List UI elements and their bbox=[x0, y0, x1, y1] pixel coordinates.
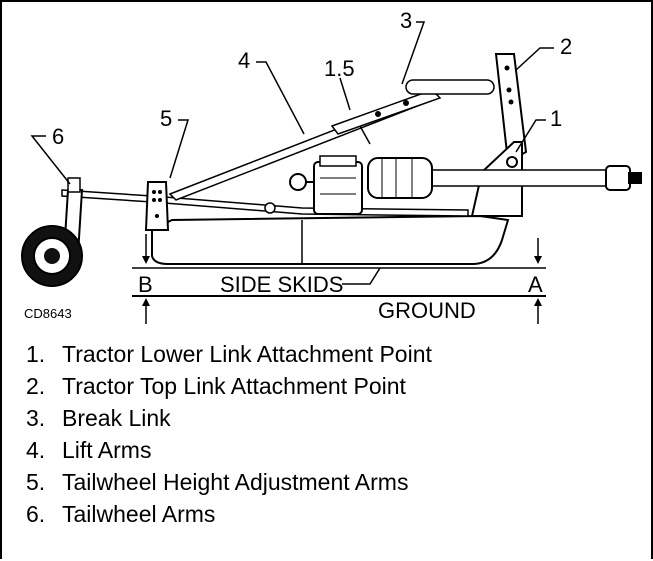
leader-5 bbox=[169, 119, 190, 179]
mast-hole bbox=[504, 65, 510, 71]
driveline-shaft bbox=[421, 169, 609, 187]
pto-end bbox=[628, 172, 642, 184]
callout-5: 5 bbox=[160, 106, 172, 131]
callout-1: 1 bbox=[550, 106, 562, 131]
driveline-shield bbox=[367, 157, 433, 199]
arrow-a-top-head bbox=[534, 256, 542, 264]
legend-text: Tailwheel Arms bbox=[62, 501, 216, 527]
mower-diagram: 1 2 3 4 5 6 1.5 B A SIDE SKIDS GROUND CD… bbox=[21, 8, 642, 324]
callout-6: 6 bbox=[52, 124, 64, 149]
legend-number: 3. bbox=[26, 405, 46, 431]
legend-number: 1. bbox=[26, 341, 46, 367]
legend-item: 3. Break Link bbox=[26, 402, 432, 434]
arrow-a-bottom-head bbox=[534, 298, 542, 306]
callout-3: 3 bbox=[400, 8, 412, 33]
mast-hole bbox=[508, 99, 514, 105]
break-link-pin bbox=[375, 111, 381, 117]
frame-rail bbox=[61, 189, 469, 217]
tailwheel-adjust-arm bbox=[144, 181, 170, 231]
adjust-hole bbox=[152, 198, 156, 202]
legend-text: Tractor Top Link Attachment Point bbox=[62, 373, 406, 399]
legend-number: 6. bbox=[26, 501, 46, 527]
mast-hole bbox=[506, 87, 512, 93]
adjust-hole bbox=[155, 214, 159, 218]
legend-number: 5. bbox=[26, 469, 46, 495]
legend-number: 2. bbox=[26, 373, 46, 399]
break-link bbox=[330, 89, 442, 135]
figure-id: CD8643 bbox=[24, 306, 72, 321]
legend-item: 1. Tractor Lower Link Attachment Point bbox=[26, 338, 432, 370]
label-b: B bbox=[138, 272, 153, 297]
parts-legend: 1. Tractor Lower Link Attachment Point 2.… bbox=[26, 338, 432, 530]
leader-2 bbox=[515, 47, 554, 71]
callout-4: 4 bbox=[238, 48, 250, 73]
top-bar bbox=[405, 79, 495, 95]
dimension-1-5: 1.5 bbox=[324, 56, 355, 81]
label-a: A bbox=[528, 272, 543, 297]
top-link-mast bbox=[494, 53, 528, 164]
pto-yoke bbox=[605, 165, 631, 191]
callout-2: 2 bbox=[560, 34, 572, 59]
legend-text: Tractor Lower Link Attachment Point bbox=[62, 341, 432, 367]
mower-deck bbox=[151, 214, 510, 265]
arrow-b-top-head bbox=[142, 256, 150, 264]
leader-6 bbox=[30, 135, 71, 185]
deck-top-edge bbox=[171, 215, 481, 221]
lower-link-pin bbox=[506, 156, 518, 168]
gearbox-cap bbox=[319, 155, 357, 167]
legend-number: 4. bbox=[26, 437, 46, 463]
gearbox bbox=[313, 161, 363, 215]
side-skids-leader bbox=[342, 267, 381, 285]
adjust-hole bbox=[152, 190, 156, 194]
adjust-hole bbox=[158, 198, 162, 202]
arrow-b-bottom-head bbox=[142, 298, 150, 306]
dim-1-5-leader bbox=[339, 77, 351, 111]
gearbox-hook bbox=[289, 173, 307, 191]
leader-3 bbox=[401, 21, 426, 85]
leader-4 bbox=[256, 61, 305, 135]
legend-item: 4. Lift Arms bbox=[26, 434, 432, 466]
leader-1 bbox=[515, 119, 546, 153]
tailwheel-clamp bbox=[67, 177, 81, 193]
label-side-skids: SIDE SKIDS bbox=[220, 272, 343, 297]
legend-text: Tailwheel Height Adjustment Arms bbox=[62, 469, 409, 495]
legend-text: Lift Arms bbox=[62, 437, 152, 463]
adjust-hole bbox=[158, 190, 162, 194]
tailwheel-hub bbox=[44, 248, 60, 264]
legend-item: 6. Tailwheel Arms bbox=[26, 498, 432, 530]
dim-1-5-tick bbox=[359, 125, 371, 145]
legend-text: Break Link bbox=[62, 405, 171, 431]
legend-item: 5. Tailwheel Height Adjustment Arms bbox=[26, 466, 432, 498]
break-link-pin bbox=[403, 100, 409, 106]
label-ground: GROUND bbox=[378, 298, 476, 323]
rail-pivot bbox=[264, 202, 276, 214]
legend-item: 2. Tractor Top Link Attachment Point bbox=[26, 370, 432, 402]
